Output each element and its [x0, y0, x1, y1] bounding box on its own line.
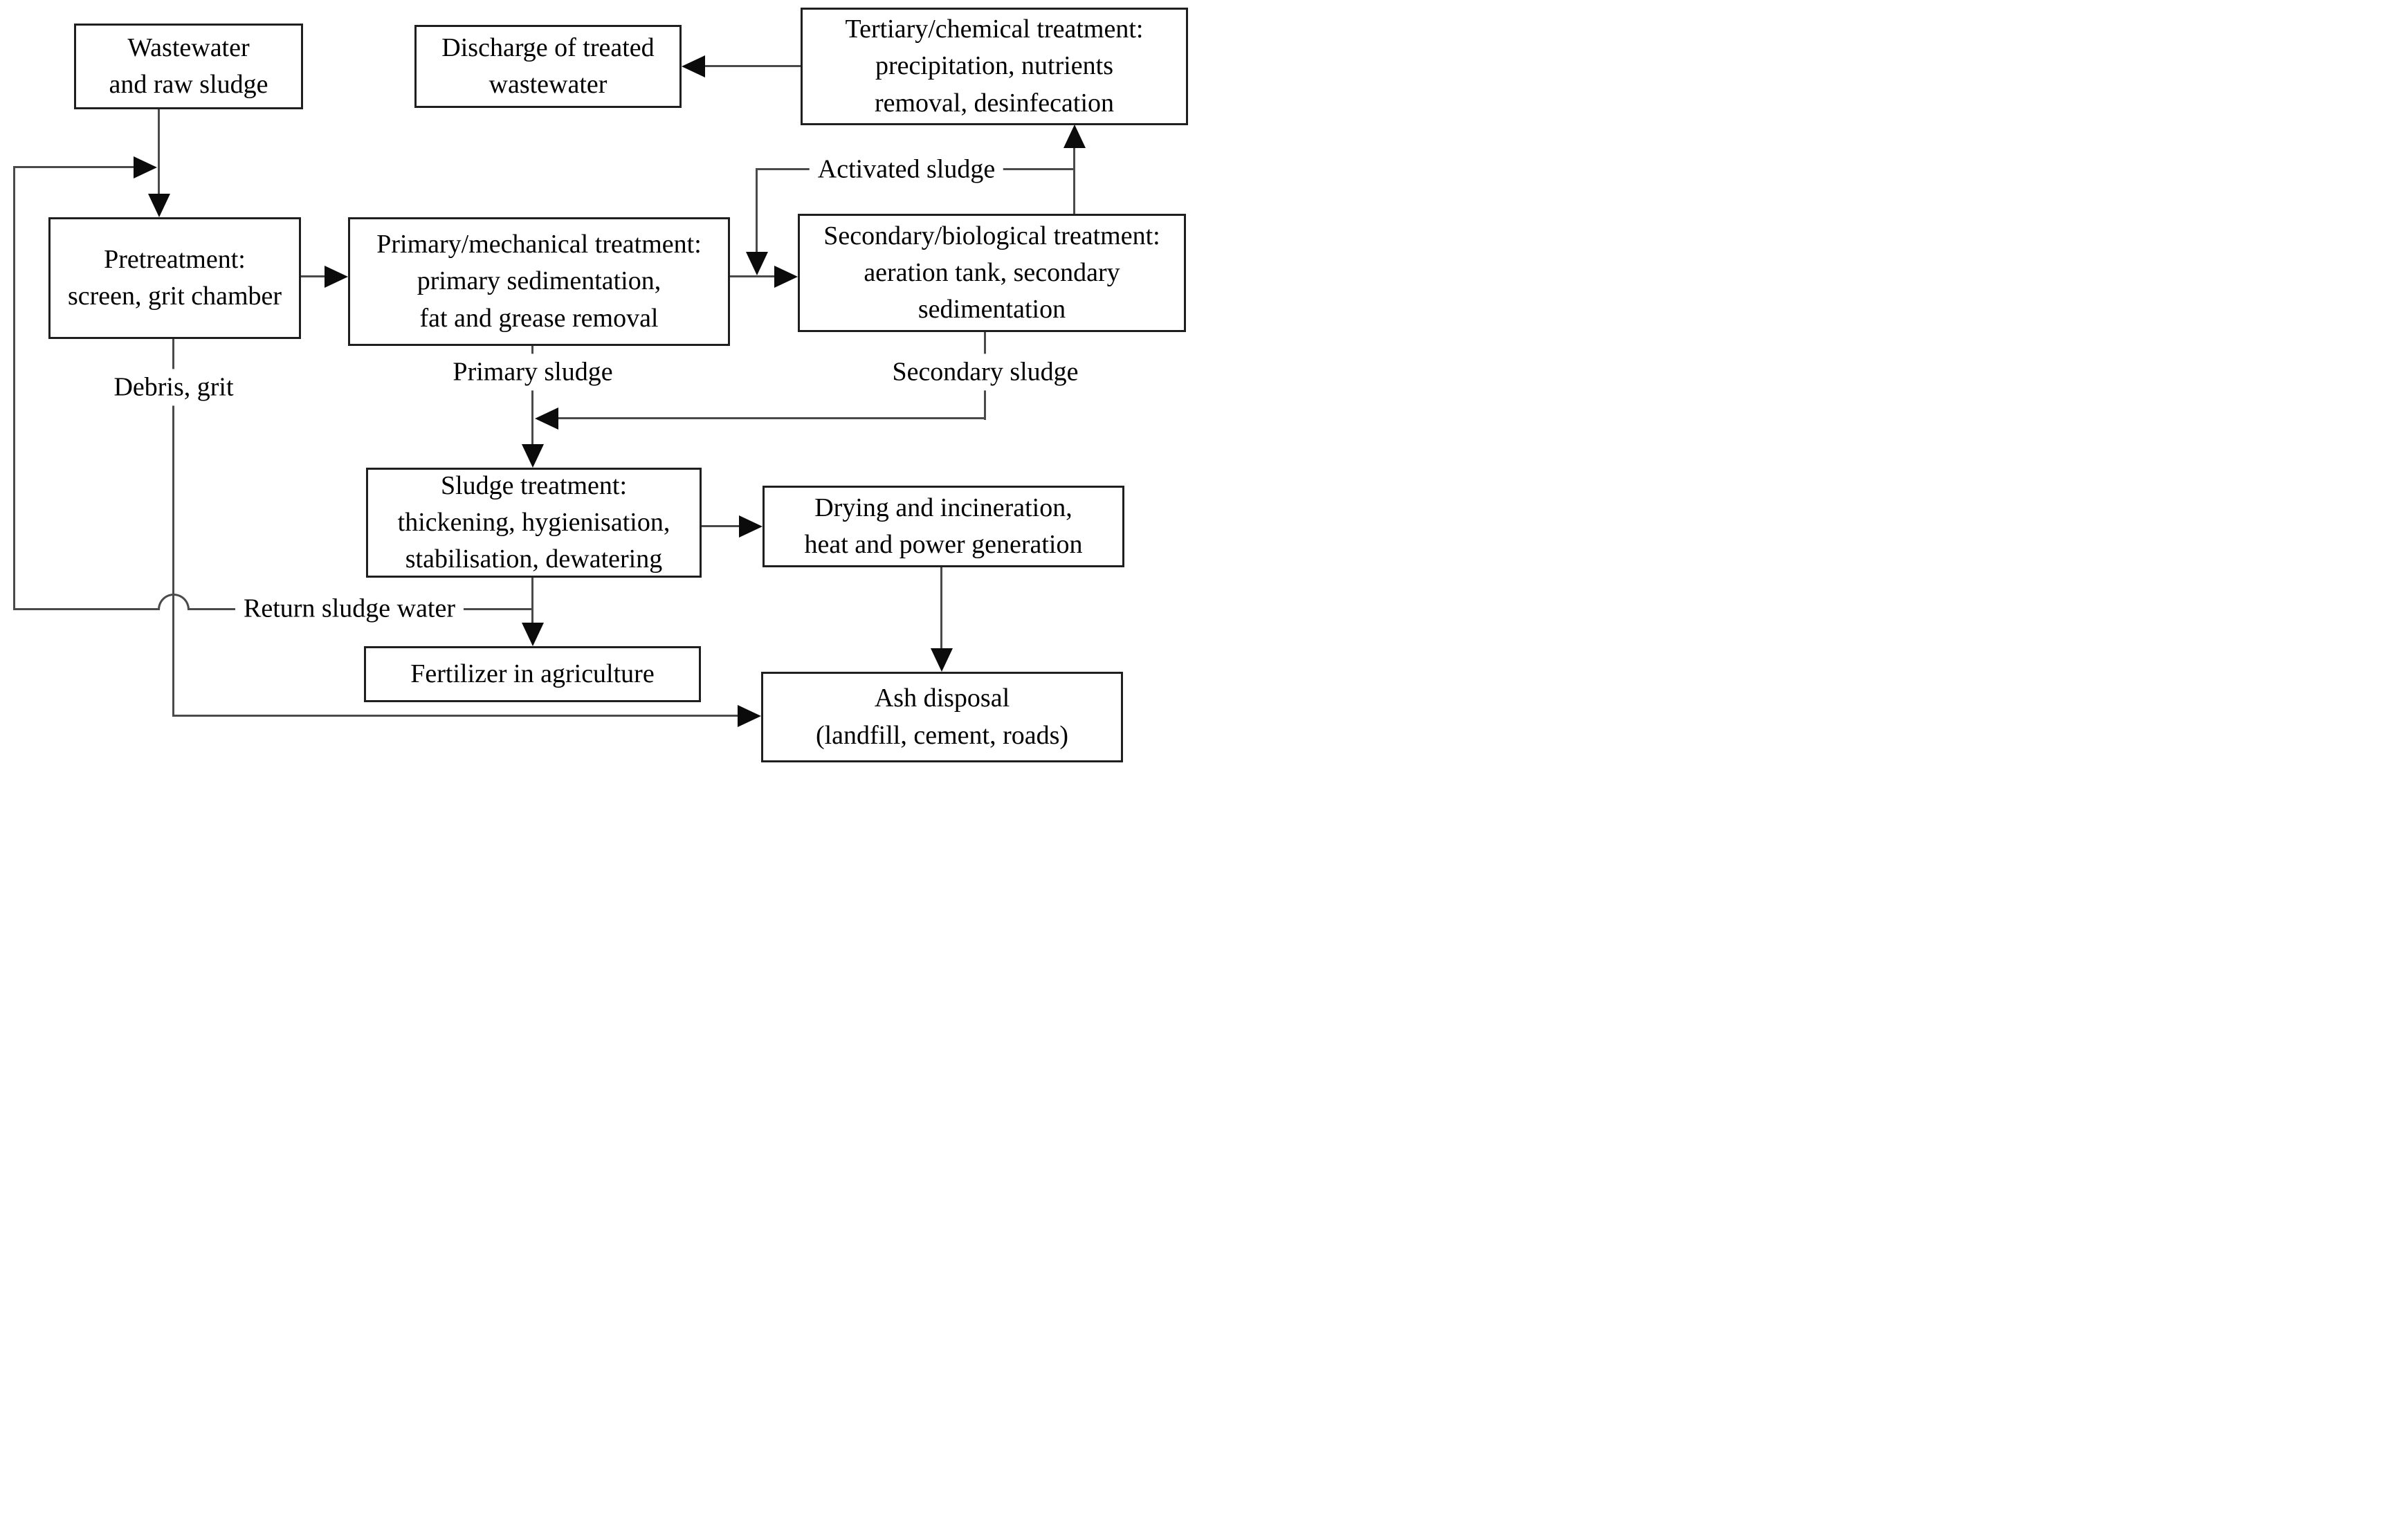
label-secondary-sludge: Secondary sludge — [884, 354, 1087, 391]
arrowhead-secondary-sludge-join — [535, 407, 558, 430]
edge-drying-to-ash — [940, 567, 942, 649]
edge-tertiary-to-discharge — [705, 65, 801, 67]
edge-activated-sludge-down — [756, 169, 758, 253]
edge-debris-grit-horizontal — [172, 715, 738, 717]
edge-primary-to-secondary — [730, 275, 774, 277]
node-primary-treatment: Primary/mechanical treatment: primary se… — [348, 217, 730, 346]
node-secondary-treatment: Secondary/biological treatment: aeration… — [798, 214, 1186, 332]
edge-secondary-sludge-horizontal — [558, 417, 985, 419]
arrowhead-into-fertilizer — [522, 623, 544, 646]
node-discharge-label: Discharge of treated wastewater — [441, 33, 655, 99]
edge-debris-grit-down — [172, 339, 174, 717]
arrowhead-into-primary — [325, 266, 348, 288]
edge-sludge-to-drying — [702, 525, 739, 527]
line-hop-over-debris-line — [158, 594, 190, 610]
node-drying-incineration: Drying and incineration, heat and power … — [763, 486, 1124, 567]
arrowhead-return-loop-join — [134, 156, 157, 178]
node-fertilizer: Fertilizer in agriculture — [364, 646, 701, 702]
edge-secondary-to-tertiary — [1073, 148, 1075, 215]
arrowhead-into-drying — [739, 515, 763, 538]
arrowhead-into-ash-left — [738, 705, 761, 727]
node-tertiary-treatment-label: Tertiary/chemical treatment: precipitati… — [845, 15, 1144, 118]
edge-return-water-left-segment — [13, 608, 158, 610]
node-fertilizer-label: Fertilizer in agriculture — [410, 659, 655, 688]
edge-sludge-to-fertilizer — [531, 578, 533, 623]
node-ash-disposal: Ash disposal (landfill, cement, roads) — [761, 672, 1123, 762]
label-debris-grit: Debris, grit — [105, 369, 242, 406]
node-wastewater-label: Wastewater and raw sludge — [109, 33, 268, 99]
arrowhead-into-pretreatment — [148, 194, 170, 217]
node-sludge-treatment-label: Sludge treatment: thickening, hygienisat… — [397, 470, 670, 574]
node-secondary-treatment-label: Secondary/biological treatment: aeration… — [823, 221, 1160, 324]
node-discharge: Discharge of treated wastewater — [414, 25, 682, 108]
flowchart-canvas: Wastewater and raw sludge Discharge of t… — [0, 0, 1192, 770]
edge-primary-sludge — [531, 346, 533, 446]
label-return-sludge-water: Return sludge water — [235, 590, 464, 627]
node-wastewater: Wastewater and raw sludge — [74, 24, 303, 109]
edge-return-loop-top — [15, 166, 134, 168]
arrowhead-into-tertiary — [1063, 125, 1086, 148]
node-pretreatment-label: Pretreatment: screen, grit chamber — [67, 244, 282, 311]
arrowhead-into-discharge — [682, 55, 705, 77]
edge-pretreatment-to-primary — [301, 275, 325, 277]
arrowhead-activated-sludge — [746, 252, 768, 275]
node-sludge-treatment: Sludge treatment: thickening, hygienisat… — [366, 468, 702, 578]
label-activated-sludge: Activated sludge — [809, 151, 1004, 188]
node-primary-treatment-label: Primary/mechanical treatment: primary se… — [376, 230, 702, 333]
node-tertiary-treatment: Tertiary/chemical treatment: precipitati… — [801, 8, 1188, 125]
node-ash-disposal-label: Ash disposal (landfill, cement, roads) — [815, 684, 1069, 750]
edge-return-loop-left — [13, 166, 15, 609]
node-drying-incineration-label: Drying and incineration, heat and power … — [804, 493, 1083, 559]
arrowhead-into-secondary — [774, 266, 798, 288]
edge-wastewater-to-pretreatment — [158, 109, 160, 195]
arrowhead-into-sludge-treatment — [522, 444, 544, 468]
arrowhead-into-ash-top — [931, 648, 953, 672]
node-pretreatment: Pretreatment: screen, grit chamber — [48, 217, 301, 339]
label-primary-sludge: Primary sludge — [444, 354, 621, 391]
